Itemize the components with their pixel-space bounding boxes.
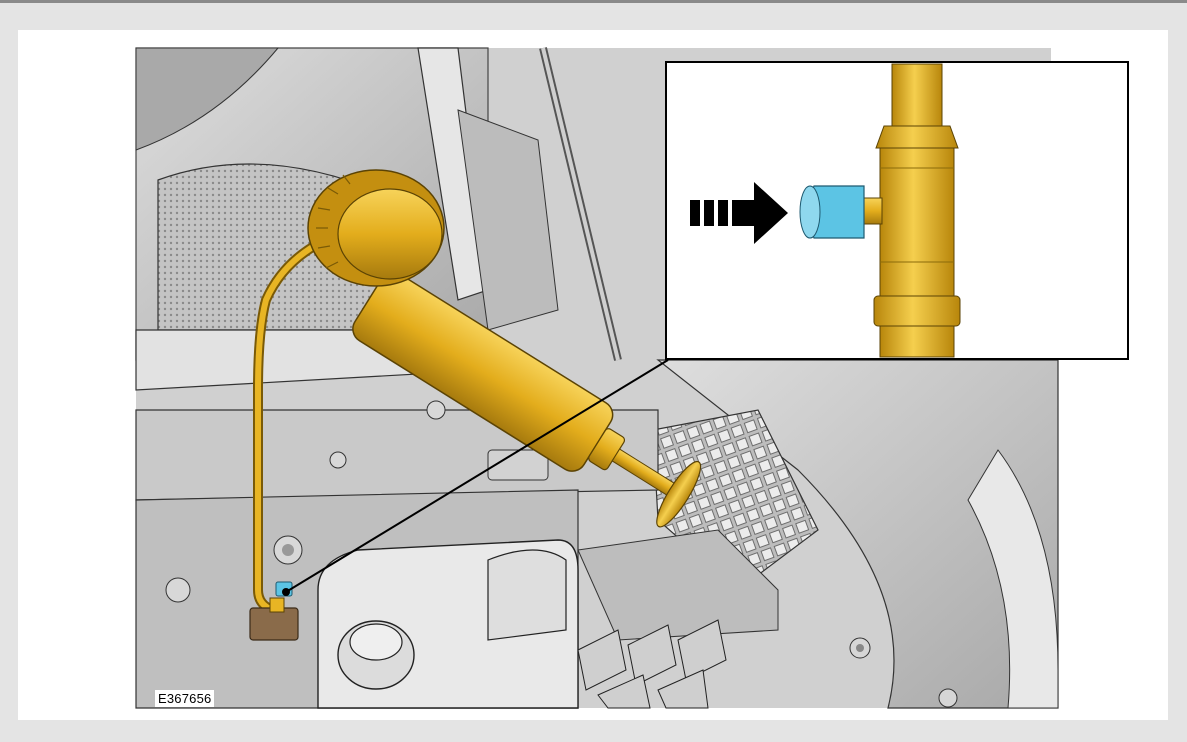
callout-leader [282,359,669,596]
engine-bay-illustration [135,47,1129,709]
illustration-frame: E367656 [18,30,1168,720]
coolant-refill-tool [249,169,702,641]
detail-inset [665,61,1129,360]
arrow-indicator-icon [690,182,788,244]
top-border [0,0,1187,3]
figure-id-label: E367656 [155,690,215,707]
